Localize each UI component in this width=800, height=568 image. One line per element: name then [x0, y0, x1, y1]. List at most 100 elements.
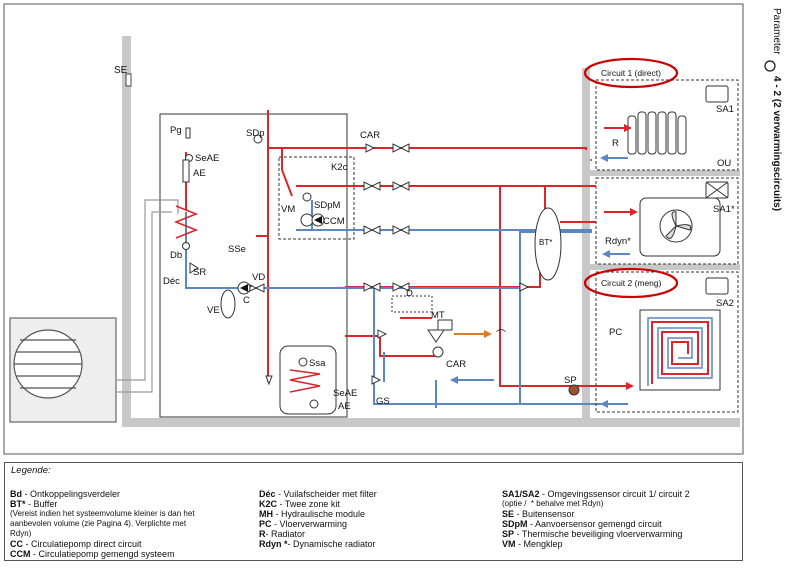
legend-text: - Hydraulische module — [273, 509, 366, 519]
legend-entry: MH - Hydraulische module — [259, 509, 377, 519]
heat-exchanger — [173, 205, 199, 239]
label-circuit2: Circuit 2 (meng) — [601, 278, 662, 288]
tap-water: ⌒ — [450, 329, 506, 384]
legend-text: - Twee zone kit — [277, 499, 340, 509]
floor-heating — [639, 309, 721, 391]
legend-key: SDpM — [502, 519, 528, 529]
label-Pg: Pg — [170, 125, 182, 136]
legend-entry: Bd - Ontkoppelingsverdeler — [10, 489, 195, 499]
label-R: R — [612, 138, 619, 149]
legend-text: - Aanvoersensor gemengd circuit — [527, 519, 662, 529]
label-AE2: AE — [338, 401, 351, 412]
legend-entry: Rdyn) — [10, 529, 195, 539]
valves — [189, 143, 530, 386]
label-AE: AE — [193, 168, 206, 179]
legend-title: Legende: — [11, 465, 51, 476]
label-Ssa: Ssa — [309, 358, 326, 369]
label-SE: SE — [114, 65, 128, 76]
label-SR: SR — [193, 267, 206, 278]
room-rdyn — [595, 177, 739, 265]
outdoor-unit — [9, 317, 117, 423]
legend-entry: (Vereist indien het systeemvolume kleine… — [10, 509, 195, 519]
label-SeAE2: SeAE — [333, 388, 357, 399]
legend-text: - Circulatiepomp gemengd systeem — [30, 549, 175, 559]
legend-key: SE — [502, 509, 515, 519]
label-SP: SP — [564, 375, 577, 386]
legend-entry: SDpM - Aanvoersensor gemengd circuit — [502, 519, 690, 529]
hydraulic-module-box — [159, 113, 348, 418]
label-K2c: K2c — [331, 162, 348, 173]
side-line2: 4 - 2 (2 verwarmingscircuits) — [771, 76, 782, 211]
legend-text: - Dynamische radiator — [287, 539, 376, 549]
tank-coil — [289, 369, 321, 393]
legend-key: PC — [259, 519, 272, 529]
legend-text: (optie / * behalve met Rdyn) — [502, 499, 604, 508]
legend-entry: aanbevolen volume (zie Pagina 4). Verpli… — [10, 519, 195, 529]
legend-text: - Thermische beveiliging vloerverwarming — [514, 529, 683, 539]
label-PC: PC — [609, 327, 622, 338]
legend-entry: VM - Mengklep — [502, 539, 690, 549]
dynamic-radiator — [639, 197, 721, 257]
label-SDpM: SDpM — [314, 200, 340, 211]
label-VM: VM — [281, 204, 295, 215]
radiator — [627, 111, 687, 155]
legend-key: MH — [259, 509, 273, 519]
side-line1: Parameter — [771, 8, 782, 55]
legend-key: SP — [502, 529, 515, 539]
label-SA2: SA2 — [716, 298, 734, 309]
legend-entry: CCM - Circulatiepomp gemengd systeem — [10, 549, 195, 559]
room2-arrows — [602, 208, 638, 258]
legend-entry: Rdyn *- Dynamische radiator — [259, 539, 377, 549]
label-OU: OU — [717, 158, 731, 169]
legend-col3: SA1/SA2 - Omgevingssensor circuit 1/ cir… — [502, 489, 690, 549]
label-C: C — [243, 295, 250, 306]
legend-key: VM — [502, 539, 516, 549]
label-CAR-top: CAR — [360, 130, 380, 141]
legend-text: - Omgevingssensor circuit 1/ circuit 2 — [539, 489, 690, 499]
legend-text: Rdyn) — [10, 529, 32, 538]
legend-entry: SE - Buitensensor — [502, 509, 690, 519]
svg-text:⌒: ⌒ — [496, 329, 506, 341]
pumps — [237, 213, 325, 295]
legend-text: - Ontkoppelingsverdeler — [22, 489, 121, 499]
legend-text: - Radiator — [265, 529, 306, 539]
legend-entry: PC - Vloerverwarming — [259, 519, 377, 529]
legend-key: Déc — [259, 489, 276, 499]
diagram-frame — [3, 3, 744, 455]
legend-key: CC — [10, 539, 23, 549]
label-D: D — [406, 288, 413, 299]
room1-arrows — [600, 124, 632, 162]
circuit2-highlight — [583, 267, 679, 299]
legend-entry: SP - Thermische beveiliging vloerverwarm… — [502, 529, 690, 539]
label-SeAE: SeAE — [195, 153, 219, 164]
refrigerant-lines — [116, 199, 179, 393]
legend-key: R — [259, 529, 266, 539]
label-Rdyn: Rdyn* — [605, 236, 631, 247]
legend-entry: BT* - Buffer — [10, 499, 195, 509]
label-MT: MT — [431, 310, 445, 321]
legend-entry: (optie / * behalve met Rdyn) — [502, 499, 690, 509]
legend-text: - Vloerverwarming — [271, 519, 348, 529]
label-VE: VE — [207, 305, 220, 316]
side-parameter-header: Parameter 4 - 2 (2 verwarmingscircuits) — [762, 4, 800, 304]
room-circuit1 — [595, 79, 739, 171]
legend-text: (Vereist indien het systeemvolume kleine… — [10, 509, 195, 518]
label-SA1: SA1 — [716, 104, 734, 115]
components — [182, 127, 580, 415]
label-SDp: SDp — [246, 128, 264, 139]
room-circuit2 — [595, 271, 739, 413]
legend-key: CCM — [10, 549, 31, 559]
d-box — [391, 295, 433, 313]
parameter-icon — [764, 60, 776, 72]
legend-text: aanbevolen volume (zie Pagina 4). Verpli… — [10, 519, 187, 528]
legend-text: - Vuilafscheider met filter — [275, 489, 377, 499]
label-SSe: SSe — [228, 244, 246, 255]
legend-key: SA1/SA2 — [502, 489, 540, 499]
legend-key: BT* — [10, 499, 26, 509]
label-VD: VD — [252, 272, 265, 283]
label-CCM: CCM — [323, 216, 345, 227]
